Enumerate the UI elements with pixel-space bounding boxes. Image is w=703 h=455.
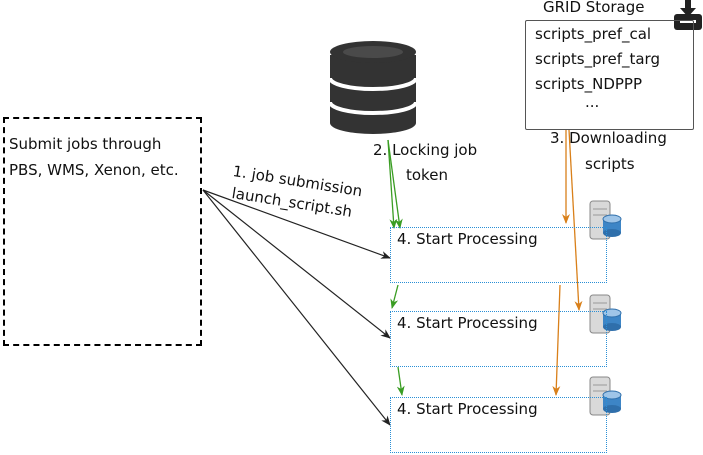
grid-storage-item: scripts_pref_cal [535,25,652,43]
grid-storage-title: GRID Storage [543,0,645,16]
processing-node: 4. Start Processing [390,397,607,453]
locking-arrow-2 [390,284,399,309]
processing-node: 4. Start Processing [390,311,607,367]
grid-storage-item: scripts_pref_targ [535,50,660,68]
grid-storage-box: scripts_pref_cal scripts_pref_targ scrip… [525,20,694,130]
inbox-download-icon [674,0,702,30]
submission-arrow-3 [202,189,391,426]
grid-storage-item: scripts_NDPPP [535,75,643,93]
processing-node-label: 4. Start Processing [397,314,538,332]
submitter-line-1: Submit jobs through [9,135,162,153]
server-icon [589,376,622,416]
submission-arrow-1 [202,189,391,259]
submission-arrows [202,189,391,426]
server-icon [589,200,622,240]
processing-node-label: 4. Start Processing [397,400,538,418]
locking-arrow-3 [396,366,405,396]
submitter-line-2: PBS, WMS, Xenon, etc. [9,161,179,179]
downloading-arrow-3 [552,284,561,396]
downloading-label: 3. Downloading [550,129,667,147]
database-icon [328,41,418,134]
processing-node: 4. Start Processing [390,227,607,283]
downloading-arrow-1b [568,129,583,311]
processing-node-label: 4. Start Processing [397,230,538,248]
locking-label: 2. Locking job [373,141,478,159]
locking-arrow-1b [387,139,403,229]
locking-arrow-1a [387,139,398,229]
locking-arrows [387,139,405,396]
downloading-arrows [552,129,583,396]
server-icon [589,294,622,334]
grid-storage-item: ... [585,93,600,111]
job-submitter-box: Submit jobs through PBS, WMS, Xenon, etc… [3,117,202,346]
locking-label-token: token [406,166,448,184]
submission-arrow-2 [202,189,391,339]
downloading-label-scripts: scripts [585,155,635,173]
